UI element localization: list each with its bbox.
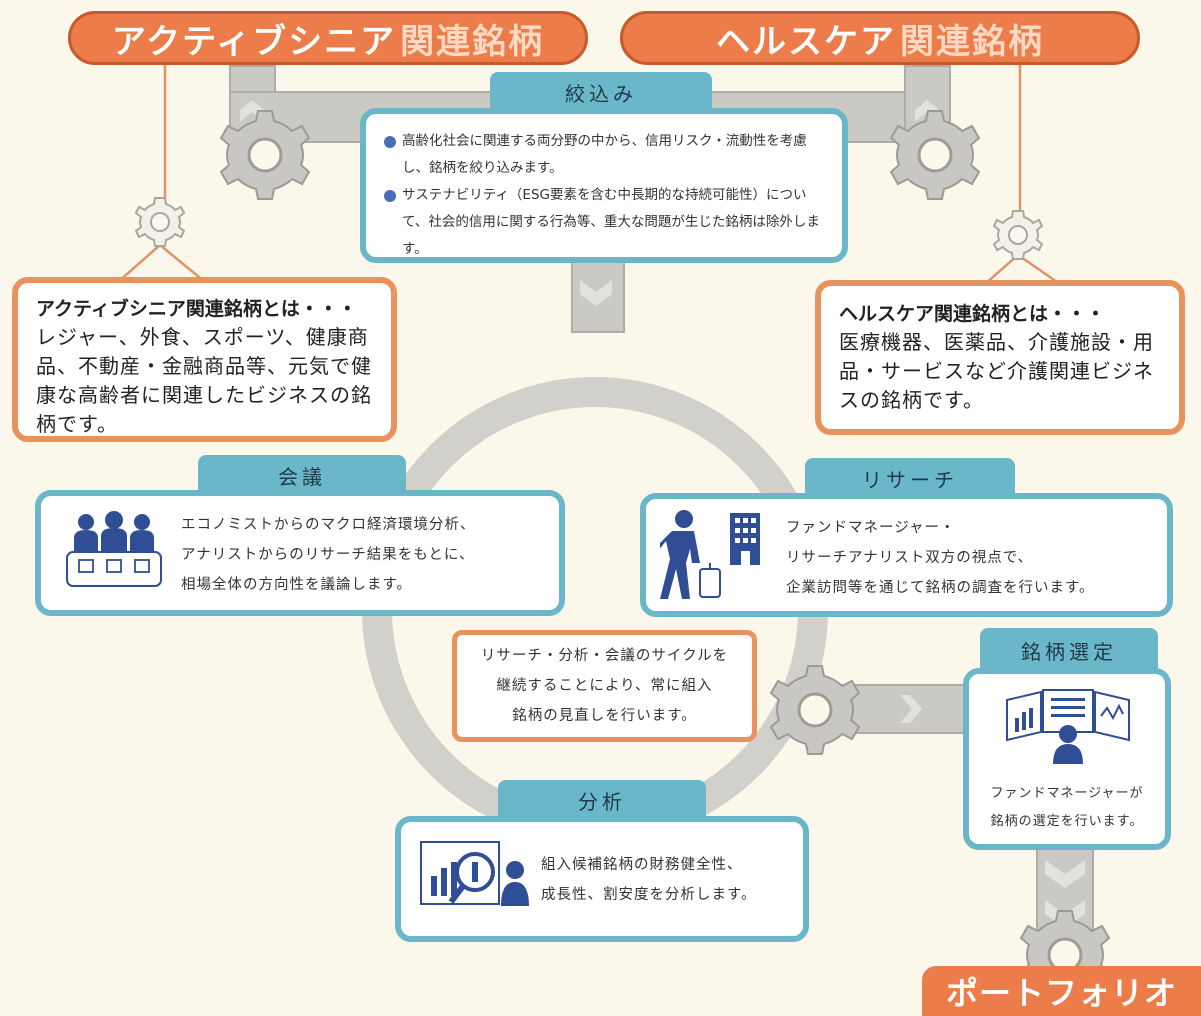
stock-selection-line: 銘柄の選定を行います。: [990, 814, 1144, 829]
stock-selection-text: ファンドマネージャーが 銘柄の選定を行います。: [969, 780, 1165, 836]
cycle-note-line: 継続することにより、常に組入: [496, 678, 713, 694]
cycle-note-line: リサーチ・分析・会議のサイクルを: [480, 648, 729, 664]
active-senior-description-box: アクティブシニア関連銘柄とは・・・ レジャー、外食、スポーツ、健康商品、不動産・…: [12, 277, 397, 442]
analysis-text-line: 組入候補銘柄の財務健全性、: [541, 857, 743, 873]
screening-tab: 絞込み: [490, 72, 712, 112]
building-icon: [730, 513, 760, 565]
stock-selection-line: ファンドマネージャーが: [990, 786, 1144, 801]
healthcare-description-body: 医療機器、医薬品、介護施設・用品・サービスなど介護関連ビジネスの銘柄です。: [839, 330, 1154, 412]
meeting-text-line: アナリストからのリサーチ結果をもとに、: [181, 547, 475, 563]
active-senior-description-title: アクティブシニア関連銘柄とは・・・: [36, 298, 357, 320]
meeting-text-line: エコノミストからのマクロ経済環境分析、: [181, 517, 476, 533]
meeting-people-icon: [66, 511, 162, 587]
research-text: ファンドマネージャー・ リサーチアナリスト双方の視点で、 企業訪問等を通じて銘柄…: [786, 513, 1095, 603]
research-text-line: リサーチアナリスト双方の視点で、: [786, 550, 1034, 566]
meeting-tab: 会議: [198, 455, 406, 495]
analysis-box: 組入候補銘柄の財務健全性、 成長性、割安度を分析します。: [395, 816, 809, 942]
research-text-line: 企業訪問等を通じて銘柄の調査を行います。: [786, 580, 1095, 596]
research-box: ファンドマネージャー・ リサーチアナリスト双方の視点で、 企業訪問等を通じて銘柄…: [640, 493, 1173, 617]
healthcare-description-box: ヘルスケア関連銘柄とは・・・ 医療機器、医薬品、介護施設・用品・サービスなど介護…: [815, 280, 1185, 435]
screening-bullet: 高齢化社会に関連する両分野の中から、信用リスク・流動性を考慮し、銘柄を絞り込みま…: [384, 128, 828, 182]
portfolio-label: ポートフォリオ: [922, 966, 1201, 1016]
meeting-box: エコノミストからのマクロ経済環境分析、 アナリストからのリサーチ結果をもとに、 …: [35, 490, 565, 616]
analysis-text-line: 成長性、割安度を分析します。: [541, 887, 757, 903]
active-senior-pill-suffix: 関連銘柄: [400, 21, 545, 62]
screening-box: 高齢化社会に関連する両分野の中から、信用リスク・流動性を考慮し、銘柄を絞り込みま…: [360, 108, 848, 263]
active-senior-stocks-pill: アクティブシニア関連銘柄: [68, 11, 588, 65]
cycle-note-text: リサーチ・分析・会議のサイクルを 継続することにより、常に組入 銘柄の見直しを行…: [481, 641, 728, 731]
screening-bullet: サステナビリティ（ESG要素を含む中長期的な持続可能性）について、社会的信用に関…: [384, 182, 828, 263]
active-senior-pill-main: アクティブシニア: [111, 21, 397, 62]
meeting-text-line: 相場全体の方向性を議論します。: [181, 577, 413, 593]
dashboard-presenter-icon: [1006, 689, 1130, 764]
healthcare-stocks-pill: ヘルスケア関連銘柄: [620, 11, 1140, 65]
analysis-text: 組入候補銘柄の財務健全性、 成長性、割安度を分析します。: [541, 850, 757, 910]
stock-selection-tab: 銘柄選定: [980, 628, 1158, 672]
stock-selection-box: ファンドマネージャーが 銘柄の選定を行います。: [963, 668, 1171, 850]
healthcare-description-title: ヘルスケア関連銘柄とは・・・: [839, 303, 1106, 325]
research-text-line: ファンドマネージャー・: [786, 520, 956, 536]
cycle-note-box: リサーチ・分析・会議のサイクルを 継続することにより、常に組入 銘柄の見直しを行…: [452, 630, 757, 742]
gear-icon: [135, 197, 185, 247]
cycle-note-line: 銘柄の見直しを行います。: [512, 708, 697, 724]
visitor-with-suitcase-icon: [660, 510, 721, 599]
screening-bullet-list: 高齢化社会に関連する両分野の中から、信用リスク・流動性を考慮し、銘柄を絞り込みま…: [384, 128, 828, 263]
healthcare-pill-suffix: 関連銘柄: [900, 21, 1044, 62]
analysis-tab: 分析: [498, 780, 706, 820]
chart-magnifier-icon: [420, 841, 529, 906]
gear-icon: [993, 210, 1043, 260]
meeting-text: エコノミストからのマクロ経済環境分析、 アナリストからのリサーチ結果をもとに、 …: [181, 510, 476, 600]
healthcare-pill-main: ヘルスケア: [716, 21, 896, 62]
active-senior-description-body: レジャー、外食、スポーツ、健康商品、不動産・金融商品等、元気で健康な高齢者に関連…: [36, 325, 372, 436]
research-tab: リサーチ: [805, 458, 1015, 498]
